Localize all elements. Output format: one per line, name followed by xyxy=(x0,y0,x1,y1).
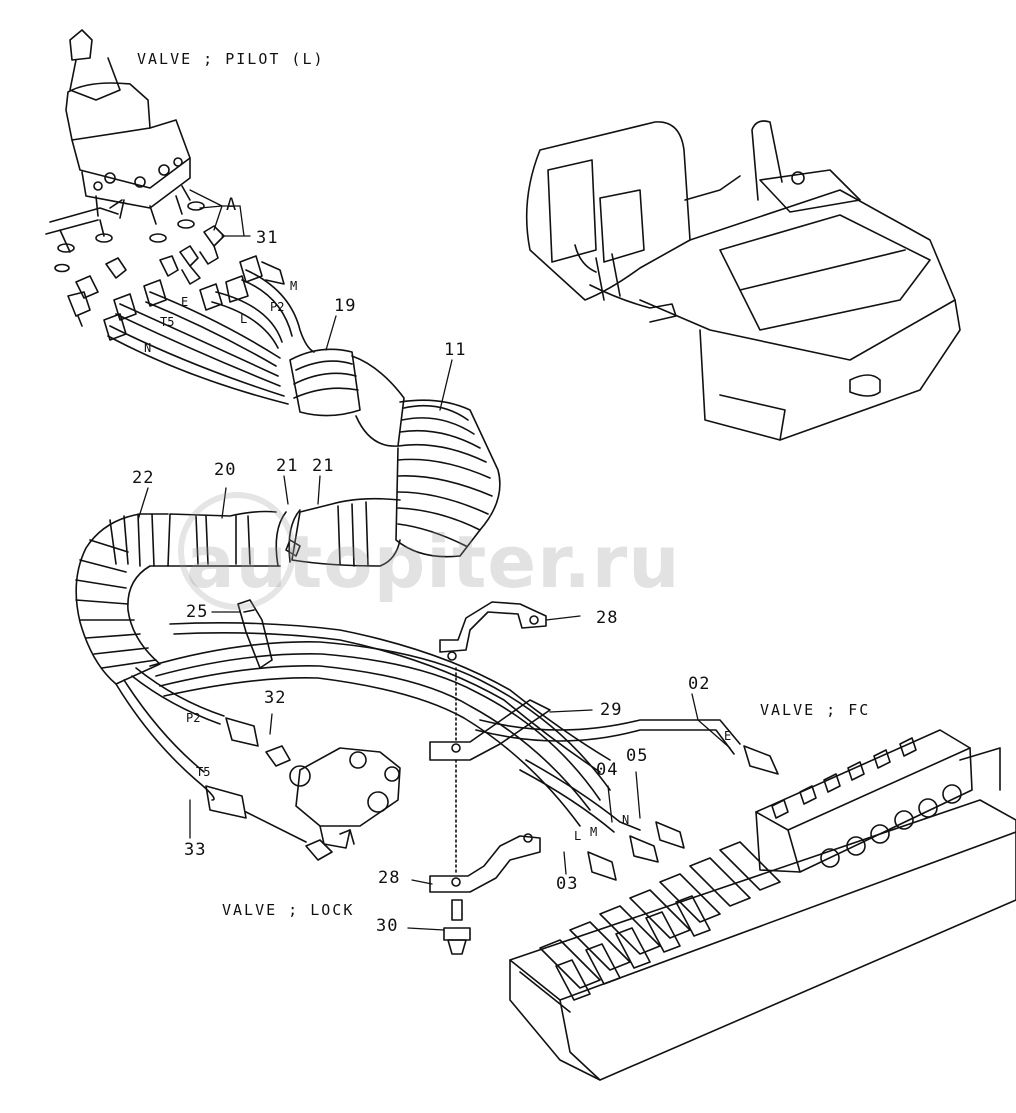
callout-22: 22 xyxy=(132,468,155,488)
hose-letter-N-fc: N xyxy=(622,813,630,827)
pilot-valve-title: VALVE ; PILOT (L) xyxy=(137,50,325,68)
callout-21a: 21 xyxy=(276,456,299,476)
brackets xyxy=(429,601,551,955)
callout-29: 29 xyxy=(600,700,623,720)
hose-letter-T5: T5 xyxy=(160,315,175,329)
callout-04: 04 xyxy=(596,760,619,780)
hose-letter-L-fc: L xyxy=(574,829,582,843)
hose-letter-T5-lock: T5 xyxy=(196,765,211,779)
hose-letter-E-fc: E xyxy=(724,729,732,743)
callout-31: 31 xyxy=(256,228,279,248)
excavator-overview xyxy=(525,120,961,441)
callout-30: 30 xyxy=(376,916,399,936)
callout-21b: 21 xyxy=(312,456,335,476)
frame-rail xyxy=(509,747,1016,1081)
hose-bundle-pilot xyxy=(103,255,315,405)
leader-lines xyxy=(137,189,731,931)
hose-letter-N: N xyxy=(144,341,152,355)
hose-letter-E: E xyxy=(181,295,189,309)
callout-02: 02 xyxy=(688,674,711,694)
watermark: autopiter.ru xyxy=(186,520,681,604)
hose-letter-M: M xyxy=(290,279,298,293)
callout-A: A xyxy=(226,195,238,215)
hose-letter-P2-lock: P2 xyxy=(186,711,201,725)
callout-11: 11 xyxy=(444,340,467,360)
pilot-fittings xyxy=(67,225,225,327)
callout-33: 33 xyxy=(184,840,207,860)
hose-letter-L: L xyxy=(240,312,248,326)
callout-19: 19 xyxy=(334,296,357,316)
callout-32: 32 xyxy=(264,688,287,708)
callout-28-top: 28 xyxy=(596,608,619,628)
fc-valve-title: VALVE ; FC xyxy=(760,701,871,719)
lock-valve-title: VALVE ; LOCK xyxy=(222,901,355,919)
lock-valve xyxy=(205,717,401,861)
callout-28-bottom: 28 xyxy=(378,868,401,888)
callout-20: 20 xyxy=(214,460,237,480)
hose-letter-M-fc: M xyxy=(590,825,598,839)
watermark-logo xyxy=(178,492,296,610)
boot-and-conduit xyxy=(289,348,501,558)
callout-05: 05 xyxy=(626,746,649,766)
callout-25: 25 xyxy=(186,602,209,622)
hose-letter-P2: P2 xyxy=(270,300,285,314)
callout-03: 03 xyxy=(556,874,579,894)
fc-valve xyxy=(587,729,973,881)
pilot-valve xyxy=(45,29,205,273)
long-hoses xyxy=(115,622,741,833)
